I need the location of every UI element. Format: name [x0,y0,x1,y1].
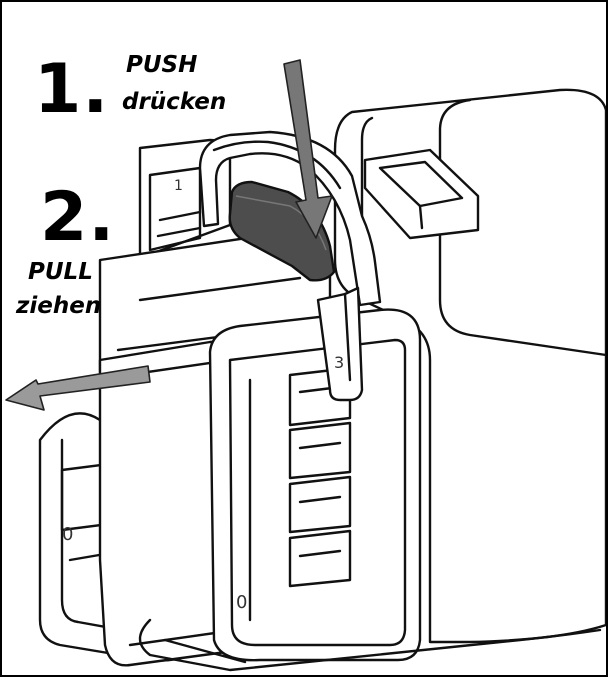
latch-teeth [288,366,352,588]
step-1-action: PUSH [126,52,198,78]
front-latch-column [208,308,422,662]
base-plate [138,618,602,672]
step-1-number: 1. [34,50,110,129]
step-2-action: PULL [28,259,93,285]
pull-arrow [5,365,151,411]
marking-1: 1 [174,178,183,194]
marking-0-left: 0 [62,524,73,545]
housing-window [363,148,480,240]
marking-3: 3 [334,353,344,372]
push-arrow [283,59,333,239]
right-housing-edge [438,98,608,357]
step-2-action-de: ziehen [16,293,102,319]
marking-0-right: 0 [236,592,247,613]
step-1-action-de: drücken [122,89,227,115]
latch-loop [198,130,382,307]
release-lever [316,286,364,402]
step-2-number: 2. [40,178,116,257]
